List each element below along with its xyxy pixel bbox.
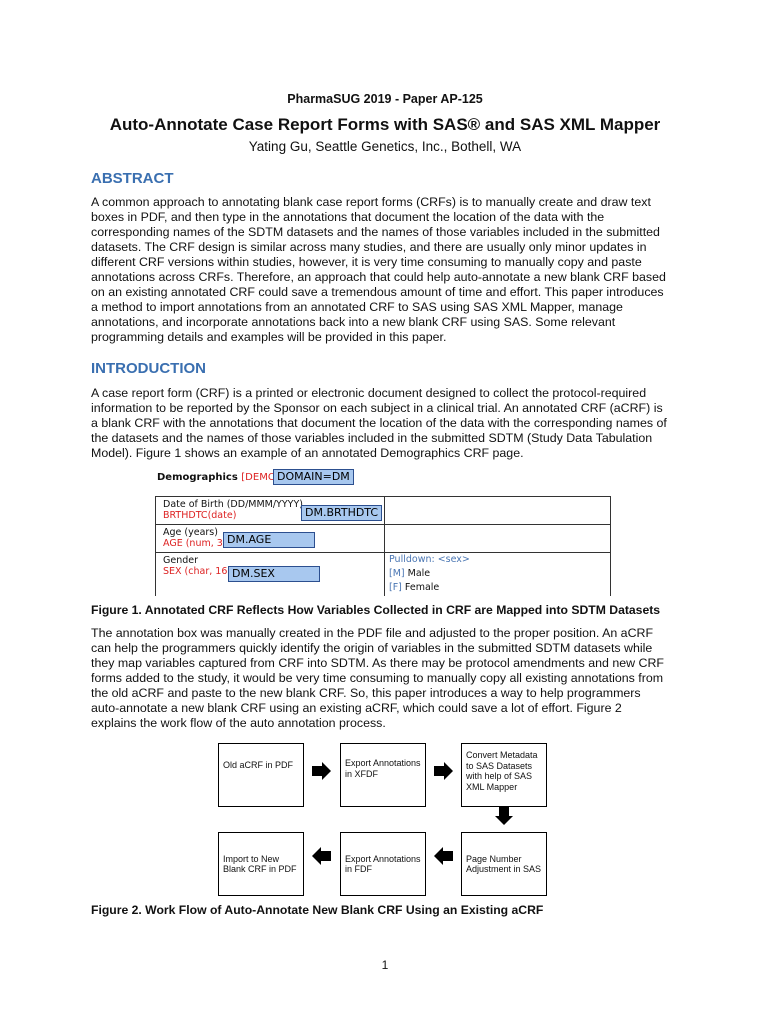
step-export-fdf: Export Annotations in FDF: [340, 832, 426, 896]
introduction-body: A case report form (CRF) is a printed or…: [91, 386, 685, 461]
conference-header: PharmaSUG 2019 - Paper AP-125: [287, 92, 483, 106]
arrow-right-icon: [312, 762, 331, 780]
figure-1-annotated-crf: Demographics [DEMO] DOMAIN=DM Date of Bi…: [155, 468, 611, 596]
abstract-line: programming details and examples will be…: [91, 330, 447, 345]
pulldown-label: Pulldown: <sex>: [389, 554, 470, 565]
step-import-new-crf: Import to New Blank CRF in PDF: [218, 832, 304, 896]
crf-row-age: [156, 525, 610, 553]
arrow-left-icon: [434, 847, 453, 865]
step-export-xfdf: Export Annotations in XFDF: [340, 743, 426, 807]
step-old-acrf: Old aCRF in PDF: [218, 743, 304, 807]
field-variable: AGE (num, 3): [163, 538, 227, 549]
abstract-line: datasets. The CRF design is similar acro…: [91, 240, 647, 255]
figure-2-caption: Figure 2. Work Flow of Auto-Annotate New…: [91, 903, 544, 917]
field-label: Gender: [163, 555, 199, 566]
option-label: Female: [404, 582, 440, 593]
page-number: 1: [381, 958, 389, 972]
option-male: [M] Male: [389, 567, 470, 581]
abstract-line: on an existing annotated CRF could save …: [91, 285, 664, 300]
abstract-line: annotations, and incorporate annotations…: [91, 315, 616, 330]
figure-1-caption: Figure 1. Annotated CRF Reflects How Var…: [91, 603, 661, 617]
field-variable: BRTHDTC(date): [163, 510, 237, 521]
abstract-line: A common approach to annotating blank ca…: [91, 195, 651, 209]
annotation-brthdtc: DM.BRTHDTC: [301, 505, 383, 521]
field-label: Date of Birth (DD/MMM/YYYY): [163, 499, 303, 510]
intro-line: information to be reported by the Sponso…: [91, 401, 663, 416]
option-code: [F]: [389, 582, 402, 593]
arrow-left-icon: [312, 847, 331, 865]
step-page-number: Page Number Adjustment in SAS: [461, 832, 547, 896]
crf-form-name: Demographics: [157, 472, 238, 483]
paragraph-line: auto-annotate a new blank CRF using an e…: [91, 701, 622, 716]
annotation-sex: DM.SEX: [228, 566, 320, 582]
option-female: [F] Female: [389, 581, 470, 595]
paragraph-line: can help the programmers quickly identif…: [91, 641, 653, 656]
paragraph-line: the old aCRF and paste to the new blank …: [91, 686, 641, 701]
option-label: Male: [407, 568, 431, 579]
crf-field-age: Age (years) AGE (num, 3): [163, 527, 227, 549]
abstract-body: A common approach to annotating blank ca…: [91, 195, 685, 345]
pulldown-options: Pulldown: <sex> [M] Male [F] Female: [389, 553, 470, 595]
abstract-line: annotations across CRFs. Therefore, an a…: [91, 270, 666, 285]
intro-line: the datasets and the names of those vari…: [91, 431, 653, 446]
intro-line: A case report form (CRF) is a printed or…: [91, 386, 647, 400]
abstract-line: a method to import annotations from an a…: [91, 300, 623, 315]
workflow-paragraph: The annotation box was manually created …: [91, 626, 685, 731]
intro-line: a blank CRF with the annotations that do…: [91, 416, 667, 431]
option-code: [M]: [389, 568, 405, 579]
crf-row-birthdate: [156, 497, 610, 525]
crf-form-title: Demographics [DEMO]: [157, 472, 280, 483]
paragraph-line: The annotation box was manually created …: [91, 626, 654, 640]
domain-annotation: DOMAIN=DM: [273, 469, 354, 485]
paragraph-line: they map variables captured from CRF int…: [91, 656, 664, 671]
crf-table: [155, 496, 611, 596]
arrow-right-icon: [434, 762, 453, 780]
crf-field-birthdate: Date of Birth (DD/MMM/YYYY) BRTHDTC(date…: [163, 499, 303, 521]
crf-field-gender: Gender SEX (char, 16): [163, 555, 231, 577]
abstract-heading: ABSTRACT: [91, 170, 174, 187]
abstract-line: different CRF versions within studies, h…: [91, 255, 642, 270]
paragraph-line: forms added to the study, it would be ve…: [91, 671, 664, 686]
step-convert-metadata: Convert Metadata to SAS Datasets with he…: [461, 743, 547, 807]
crf-form-domain: [DEMO]: [241, 472, 280, 483]
abstract-line: boxes in PDF, and then type in the annot…: [91, 210, 605, 225]
intro-line: Model). Figure 1 shows an example of an …: [91, 446, 524, 461]
field-label: Age (years): [163, 527, 218, 538]
paper-authors: Yating Gu, Seattle Genetics, Inc., Bothe…: [248, 139, 522, 154]
abstract-line: corresponding names of the SDTM datasets…: [91, 225, 660, 240]
introduction-heading: INTRODUCTION: [91, 360, 206, 377]
arrow-down-icon: [495, 806, 513, 825]
crf-column-divider: [384, 496, 385, 596]
field-variable: SEX (char, 16): [163, 566, 232, 577]
paper-title: Auto-Annotate Case Report Forms with SAS…: [109, 115, 661, 134]
annotation-age: DM.AGE: [223, 532, 315, 548]
paragraph-line: explains the work flow of the auto annot…: [91, 716, 386, 731]
